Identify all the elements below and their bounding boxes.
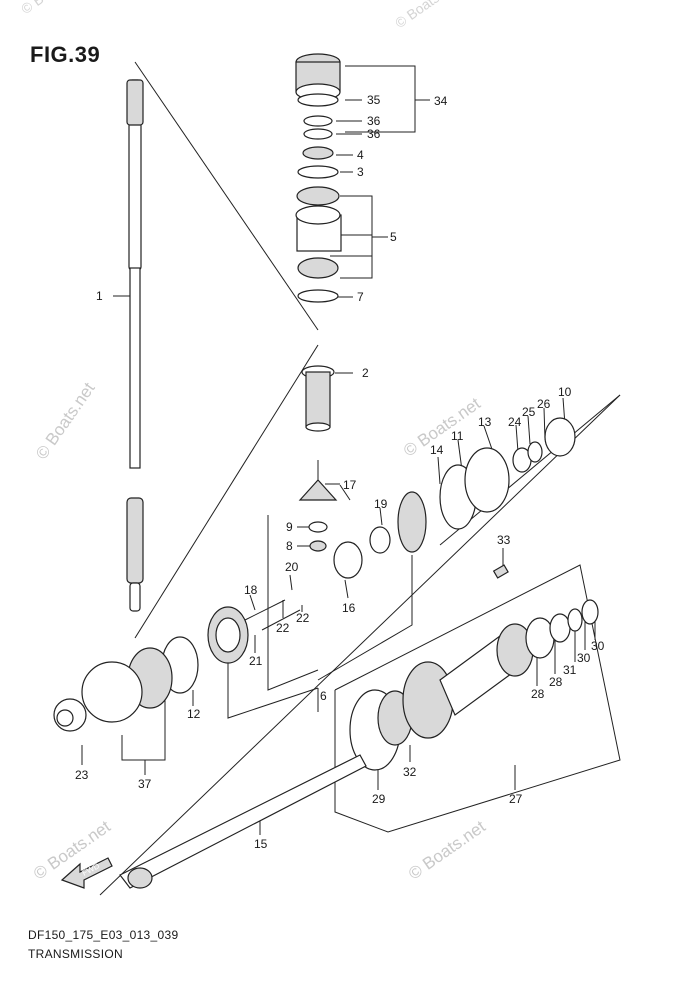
callout-36b: 36: [367, 127, 381, 141]
callout-15: 15: [254, 837, 268, 851]
gear-case-cover: [349, 564, 599, 771]
callout-30b: 30: [591, 639, 605, 653]
callout-24: 24: [508, 415, 522, 429]
callout-36a: 36: [367, 114, 381, 128]
propeller-bearing-housing: [53, 636, 199, 732]
callout-19: 19: [374, 497, 388, 511]
callout-35: 35: [367, 93, 381, 107]
callout-13: 13: [478, 415, 492, 429]
callout-25: 25: [522, 405, 536, 419]
callout-22a: 22: [276, 621, 290, 635]
reverse-gear: [207, 599, 301, 664]
callout-30a: 30: [577, 651, 591, 665]
drive-shaft: [126, 79, 144, 612]
diagram-title: TRANSMISSION: [28, 947, 123, 961]
bearing-housing-stack: [295, 53, 342, 303]
callout-14: 14: [430, 443, 444, 457]
callout-8: 8: [286, 539, 293, 553]
callout-1: 1: [96, 289, 103, 303]
callout-17: 17: [343, 478, 357, 492]
sleeve: [301, 365, 335, 432]
callout-28a: 28: [531, 687, 545, 701]
callout-29: 29: [372, 792, 386, 806]
callout-23: 23: [75, 768, 89, 782]
callout-7: 7: [357, 290, 364, 304]
callout-28b: 28: [549, 675, 563, 689]
callout-32: 32: [403, 765, 417, 779]
thrust-washers: [439, 417, 576, 530]
callout-4: 4: [357, 148, 364, 162]
callout-27: 27: [509, 792, 523, 806]
forward-gear: [333, 491, 427, 579]
callout-9: 9: [286, 520, 293, 534]
callout-11: 11: [451, 429, 464, 443]
callout-22b: 22: [296, 611, 310, 625]
leader-lines: [81, 61, 621, 896]
callout-16: 16: [342, 601, 356, 615]
callout-37: 37: [138, 777, 152, 791]
callout-34: 34: [434, 94, 448, 108]
callout-5: 5: [390, 230, 397, 244]
callout-33: 33: [497, 533, 511, 547]
figure-label: FIG.39: [30, 42, 101, 67]
callout-21: 21: [249, 654, 263, 668]
callout-31: 31: [563, 663, 577, 677]
callout-26: 26: [537, 397, 551, 411]
diagram-code: DF150_175_E03_013_039: [28, 928, 179, 942]
callout-12: 12: [187, 707, 201, 721]
pinion-gear: [298, 479, 338, 552]
callout-3: 3: [357, 165, 364, 179]
propeller-shaft: [119, 754, 367, 889]
callout-18: 18: [244, 583, 258, 597]
callout-10: 10: [558, 385, 572, 399]
fwd-arrow: [60, 857, 113, 889]
callout-2: 2: [362, 366, 369, 380]
callout-6: 6: [320, 689, 327, 703]
callout-20: 20: [285, 560, 299, 574]
